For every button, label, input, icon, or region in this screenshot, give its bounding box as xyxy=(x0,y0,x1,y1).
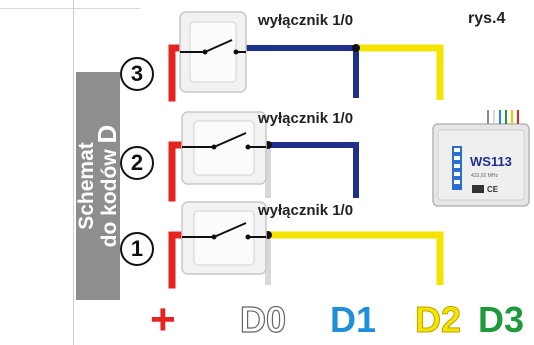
wire-yellow-row3 xyxy=(356,44,444,100)
wire-blue-row3 xyxy=(245,45,359,98)
legend-plus: + xyxy=(150,295,176,344)
switch-3-icon xyxy=(179,11,247,93)
legend-d0: D0 xyxy=(239,299,287,340)
switch-3-label: wyłącznik 1/0 xyxy=(258,12,354,29)
module-name: WS113 xyxy=(470,154,512,169)
wire-blue-row2 xyxy=(268,142,359,198)
wire-yellow-row1 xyxy=(268,231,444,285)
legend-d3: D3 xyxy=(478,299,525,340)
wire-red-row1 xyxy=(168,231,184,289)
left-rule xyxy=(73,0,74,345)
switch-3-number: 3 xyxy=(120,57,154,91)
wire-red-row3 xyxy=(168,44,184,102)
wire-red-row2 xyxy=(168,141,184,202)
legend-d2: D2 xyxy=(414,299,462,340)
junction-row3 xyxy=(352,44,360,52)
figure-label: rys.4 xyxy=(468,10,506,27)
switch-1-label: wyłącznik 1/0 xyxy=(258,202,354,219)
top-rule xyxy=(0,8,140,9)
switch-2-label: wyłącznik 1/0 xyxy=(258,110,354,127)
side-title-box xyxy=(76,72,120,300)
legend-d1: D1 xyxy=(330,299,377,340)
switch-2-number: 2 xyxy=(120,146,154,180)
switch-1-icon xyxy=(181,201,267,275)
switch-2-icon xyxy=(181,111,267,185)
ws113-module-icon: WS113 433,92 MHz CE xyxy=(432,110,530,207)
switch-1-number: 1 xyxy=(120,232,154,266)
module-frequency: 433,92 MHz xyxy=(471,173,498,179)
module-marks: CE xyxy=(487,185,499,194)
